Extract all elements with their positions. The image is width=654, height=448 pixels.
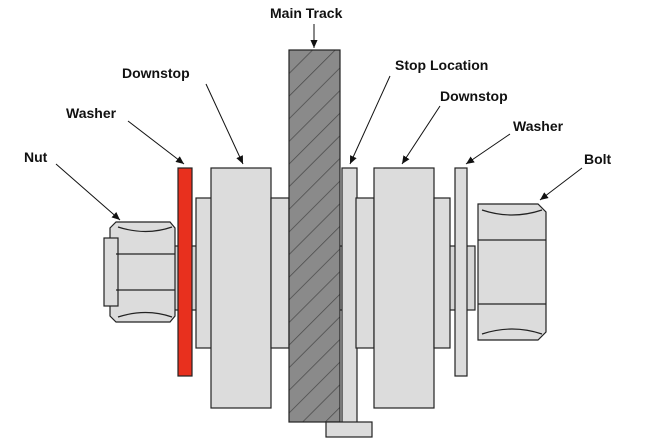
nut <box>103 221 176 323</box>
stop-plate <box>325 167 373 438</box>
label-downstop-right: Downstop <box>440 88 508 104</box>
leader-washer-right <box>465 133 511 165</box>
label-stop-location: Stop Location <box>395 57 488 73</box>
leader-nut <box>55 163 121 221</box>
leader-stop-location <box>349 75 391 165</box>
downstop-right <box>355 167 451 409</box>
main-track <box>288 49 341 423</box>
label-washer-right: Washer <box>513 118 564 134</box>
label-nut: Nut <box>24 149 48 165</box>
leader-washer-left <box>127 120 185 165</box>
washer-right <box>454 167 468 377</box>
bolt-head <box>477 203 547 341</box>
leader-bolt <box>539 167 583 201</box>
label-main-track: Main Track <box>270 5 343 21</box>
leader-downstop-left <box>205 83 244 165</box>
label-washer-left: Washer <box>66 105 117 121</box>
label-bolt: Bolt <box>584 151 612 167</box>
leader-downstop-right <box>401 105 441 165</box>
washer-left <box>177 167 193 377</box>
label-downstop-left: Downstop <box>122 65 190 81</box>
downstop-left <box>195 167 290 409</box>
